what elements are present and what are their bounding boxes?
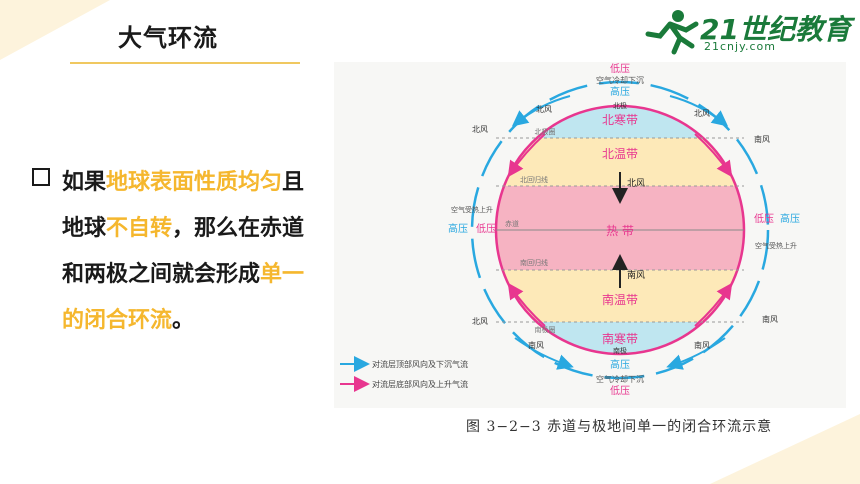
label-left-low: 低压: [476, 222, 496, 235]
label-tropics: 热 带: [606, 224, 634, 238]
para-text-4: 。: [172, 308, 195, 333]
label-inner-wind-left-bottom: 南风: [528, 340, 544, 350]
label-south-pole: 南极: [613, 346, 627, 355]
label-north-pole: 北极: [613, 101, 627, 110]
label-antarctic-circle: 南极圈: [535, 325, 556, 334]
outer-arrow-se: [666, 337, 726, 370]
logo-url: 21cnjy.com: [704, 40, 777, 53]
para-highlight-3: 单一的闭合环流: [62, 262, 305, 333]
corner-decoration-bottom-right: [710, 414, 860, 484]
label-right-rise: 空气受热上升: [755, 241, 797, 250]
legend-upper-label: 对流层顶部风向及下沉气流: [372, 359, 468, 369]
label-inner-wind-right-top: 北风: [694, 109, 710, 118]
label-left-high: 高压: [448, 222, 468, 235]
label-north-wind: 北风: [627, 178, 645, 189]
circulation-diagram: 低压 空气冷却下沉 高压 北极 北寒带 北极圈 北温带 北风 北回归线 赤道 热…: [334, 62, 846, 408]
corner-decoration-top-left: [0, 0, 110, 60]
label-inner-wind-left-top: 北风: [536, 105, 552, 114]
label-right-low: 低压: [754, 212, 774, 225]
legend: 对流层顶部风向及下沉气流 对流层底部风向及上升气流: [340, 356, 468, 392]
label-top-low: 低压: [610, 62, 630, 75]
outer-circulation-ring: [470, 80, 770, 380]
para-text-3: ，那么在赤道和两极之间就会形成: [62, 216, 305, 287]
label-outer-wind-right-top: 南风: [754, 134, 770, 144]
para-highlight-2: 不自转: [106, 216, 173, 241]
label-outer-wind-left-top: 北风: [472, 125, 488, 134]
outer-arrow-sw: [514, 337, 574, 370]
inner-arrow-ne: [694, 133, 733, 178]
bullet-square: [32, 168, 50, 186]
inner-arrow-nw: [507, 133, 546, 178]
runner-logo-icon: [645, 10, 699, 55]
label-right-high: 高压: [780, 212, 800, 225]
label-top-high: 高压: [610, 85, 630, 98]
label-north-temperate: 北温带: [602, 147, 638, 161]
label-south-cold: 南寒带: [602, 331, 638, 346]
slide-title: 大气环流: [118, 24, 218, 52]
label-tropic-cancer: 北回归线: [520, 175, 548, 184]
label-south-wind: 南风: [627, 269, 645, 281]
label-arctic-circle: 北极圈: [535, 127, 556, 136]
body-paragraph: 如果地球表面性质均匀且地球不自转，那么在赤道和两极之间就会形成单一的闭合环流。: [62, 160, 324, 344]
label-equator: 赤道: [505, 219, 519, 228]
para-text-2: 且地球: [62, 170, 305, 241]
label-bottom-sink: 空气冷却下沉: [596, 374, 644, 384]
figure-caption: 图 3−2−3 赤道与极地间单一的闭合环流示意: [466, 419, 773, 435]
outer-arrow-ne: [669, 95, 729, 127]
legend-lower-label: 对流层底部风向及上升气流: [372, 379, 468, 389]
label-bottom-high: 高压: [610, 358, 630, 371]
label-outer-wind-right-bottom: 南风: [762, 314, 778, 324]
label-left-rise: 空气受热上升: [451, 205, 493, 214]
para-highlight-1: 地球表面性质均匀: [106, 170, 283, 195]
label-outer-wind-left-bottom: 北风: [472, 317, 488, 326]
para-text-1: 如果: [62, 170, 107, 195]
label-bottom-low: 低压: [610, 384, 630, 397]
title-underline: [70, 62, 300, 64]
label-south-temperate: 南温带: [602, 292, 638, 307]
label-top-sink: 空气冷却下沉: [596, 75, 644, 85]
inner-arrow-se: [694, 282, 733, 327]
logo-text: 21世纪教育: [700, 13, 851, 46]
label-inner-wind-right-bottom: 南风: [694, 340, 710, 350]
outer-arrow-nw: [511, 95, 571, 127]
label-north-cold: 北寒带: [602, 112, 638, 127]
inner-arrow-sw: [507, 282, 546, 327]
label-tropic-capricorn: 南回归线: [520, 258, 548, 267]
